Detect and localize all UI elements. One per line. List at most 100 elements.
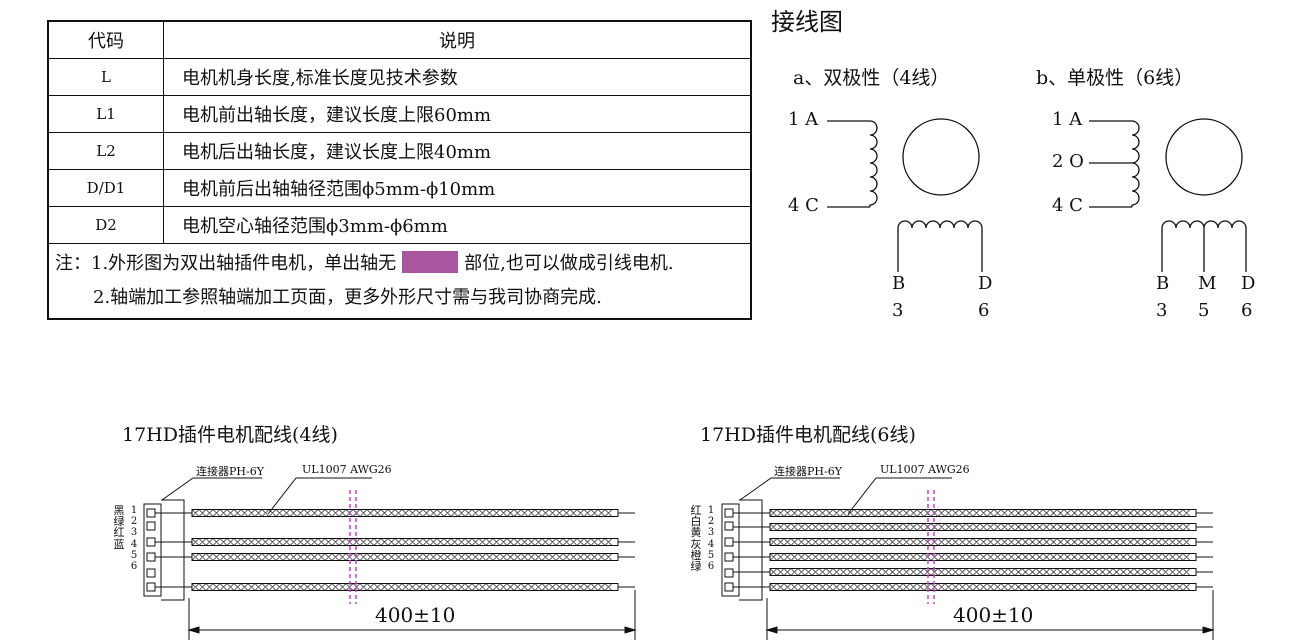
highlight-swatch: [402, 251, 459, 273]
pin-number: 6: [130, 561, 138, 573]
wire-color-list: 黑 绿 红 蓝: [113, 505, 125, 550]
connector-label: 连接器PH-6Y: [196, 465, 264, 478]
wire-color-3: 绿: [113, 515, 125, 529]
wire-color-1: 红: [690, 504, 702, 517]
pin-number: 2: [707, 516, 715, 528]
row-code: L2: [47, 132, 164, 170]
unipolar-label-c: 4 C: [1052, 195, 1083, 216]
row-description: 电机空心轴径范围ϕ3mm-ϕ6mm: [163, 206, 752, 244]
bipolar-letter-d: D: [978, 273, 993, 294]
wire-color-2: 白: [690, 515, 702, 529]
table-row: D/D1 电机前后出轴轴径范围ϕ5mm-ϕ10mm: [47, 169, 752, 207]
cable-length-dimension: 400±10: [375, 603, 456, 627]
rotor-circle: [902, 118, 980, 196]
wire-braid: [191, 538, 613, 546]
cable-6wire-drawing: [721, 477, 1215, 640]
wire-color-5: 橙: [690, 548, 702, 562]
wire-braid: [769, 523, 1191, 531]
row-code: D2: [47, 206, 164, 244]
table-header-row: 代码 说明: [47, 20, 752, 59]
wire-braid: [191, 583, 613, 591]
cable-6wire-title: 17HD插件电机配线(6线): [700, 424, 916, 446]
bipolar-label-a: 1 A: [788, 109, 819, 130]
row-description: 电机前后出轴轴径范围ϕ5mm-ϕ10mm: [163, 169, 752, 207]
wiring-diagram-title: 接线图: [771, 8, 843, 36]
parameter-table: 代码 说明 L 电机机身长度,标准长度见技术参数 L1 电机前出轴长度，建议长度…: [47, 20, 752, 320]
connector-body: [739, 499, 763, 601]
pin-number: 1: [707, 505, 715, 516]
header-description: 说明: [163, 20, 752, 59]
pin-number: 5: [130, 549, 138, 561]
unipolar-title: b、单极性（6线）: [1036, 67, 1194, 89]
wire-bundle: [733, 509, 1213, 591]
arrow-right: [624, 626, 637, 634]
coil-bottom: [897, 220, 983, 272]
bipolar-schematic: [827, 118, 983, 272]
wire-braid: [191, 509, 613, 517]
pin-number: 4: [707, 538, 715, 550]
cable-label: UL1007 AWG26: [302, 463, 392, 476]
cable-4wire-drawing: [143, 477, 637, 640]
cable-4wire-title: 17HD插件电机配线(4线): [122, 424, 338, 446]
arrow-left: [187, 626, 200, 634]
unipolar-letter-b: B: [1156, 273, 1170, 294]
pin-number: 3: [707, 527, 715, 539]
unipolar-letter-m: M: [1198, 273, 1217, 294]
unipolar-number-6: 6: [1241, 300, 1253, 321]
wire-color-1: 黑: [113, 504, 125, 517]
row-description: 电机前出轴长度，建议长度上限60mm: [163, 95, 752, 133]
note-line-2: 2.轴端加工参照轴端加工页面，更多外形尺寸需与我司协商完成.: [93, 287, 602, 308]
arrow-left: [765, 626, 778, 634]
cable-leader: [847, 477, 952, 515]
wire-braid: [769, 568, 1191, 576]
cable-length-dimension: 400±10: [953, 603, 1034, 627]
connector-leader: [161, 477, 262, 501]
pin-number: 5: [707, 549, 715, 561]
unipolar-schematic: [1089, 118, 1247, 272]
table-note-row: 注：1.外形图为双出轴插件电机，单出轴无 部位,也可以做成引线电机. 2.轴端加工…: [47, 243, 752, 320]
coil-left: [1131, 120, 1140, 207]
wire-braid: [769, 553, 1191, 561]
wire-braid: [769, 583, 1191, 591]
connector-pins: [724, 508, 734, 592]
wire-braid: [191, 553, 613, 561]
wire-braid: [769, 538, 1191, 546]
wire-color-list: 红 白 黄 灰 橙 绿: [690, 505, 702, 572]
connector-housing: [143, 503, 162, 597]
wire-color-4: 红: [113, 526, 125, 540]
wire-color-6: 绿: [690, 560, 702, 574]
pin-number: 4: [130, 538, 138, 550]
row-code: D/D1: [47, 169, 164, 207]
unipolar-number-3: 3: [1156, 300, 1168, 321]
connector-housing: [721, 503, 740, 597]
connector-leader: [739, 477, 840, 501]
table-row: D2 电机空心轴径范围ϕ3mm-ϕ6mm: [47, 206, 752, 244]
row-description: 电机机身长度,标准长度见技术参数: [163, 58, 752, 96]
wire-color-3: 黄: [690, 526, 702, 540]
unipolar-label-a: 1 A: [1052, 109, 1083, 130]
connector-label: 连接器PH-6Y: [774, 465, 842, 478]
table-row: L1 电机前出轴长度，建议长度上限60mm: [47, 95, 752, 133]
wire-color-4: 灰: [690, 537, 702, 551]
table-row: L 电机机身长度,标准长度见技术参数: [47, 58, 752, 96]
unipolar-letter-d: D: [1241, 273, 1256, 294]
note-line-1: 注：1.外形图为双出轴插件电机，单出轴无 部位,也可以做成引线电机.: [55, 247, 750, 281]
pin-number: 1: [130, 505, 138, 516]
pin-number: 2: [130, 516, 138, 528]
bipolar-title: a、双极性（4线）: [793, 67, 950, 89]
connector-body: [161, 499, 185, 601]
cable-leader: [267, 477, 372, 515]
cable-label: UL1007 AWG26: [880, 463, 970, 476]
note-suffix: 部位,也可以做成引线电机.: [464, 253, 674, 274]
pin-number-list: 1 2 3 4 5 6: [706, 505, 716, 572]
pin-number: 6: [707, 561, 715, 573]
table-note: 注：1.外形图为双出轴插件电机，单出轴无 部位,也可以做成引线电机. 2.轴端加工…: [47, 243, 752, 320]
connector-pins: [146, 508, 156, 592]
wire-color-6: 蓝: [113, 537, 125, 551]
table-row: L2 电机后出轴长度，建议长度上限40mm: [47, 132, 752, 170]
bipolar-letter-b: B: [892, 273, 906, 294]
coil-left: [869, 120, 878, 207]
unipolar-label-o: 2 O: [1052, 151, 1084, 172]
note-prefix: 注：1.外形图为双出轴插件电机，单出轴无: [55, 253, 397, 274]
